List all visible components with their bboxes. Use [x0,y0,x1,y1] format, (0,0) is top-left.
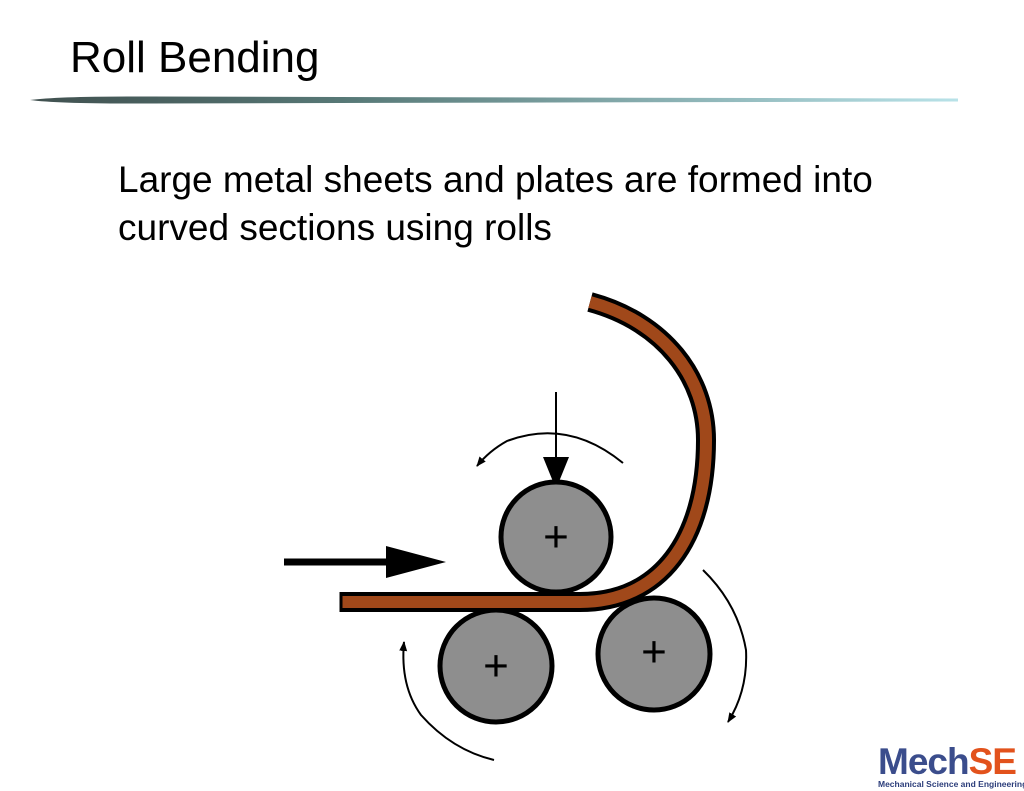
right-roll-rotation-arrow [702,569,748,723]
bottom-left-roll: + [437,607,555,725]
logo-wordmark-se: SE [968,741,1017,782]
roll-bending-diagram: + + + [284,292,748,761]
feed-direction-arrow [284,546,446,578]
roll-center-mark: + [641,628,667,677]
top-roll: + [498,479,614,595]
logo-subtitle: Mechanical Science and Engineering [878,779,1024,789]
mechse-logo: MechSE Mechanical Science and Engineerin… [876,741,1024,791]
metal-sheet [339,292,716,612]
left-roll-rotation-arrow [399,641,495,761]
bottom-right-roll: + [595,595,713,713]
slide-title: Roll Bending [70,33,320,82]
logo-wordmark-mech: Mech [878,741,970,782]
logo-wordmark: MechSE [878,741,1017,782]
slide-body-text: Large metal sheets and plates are formed… [118,159,873,248]
force-arrow [543,392,569,489]
title-divider [30,96,958,104]
roll-center-mark: + [483,642,509,691]
top-roll-rotation-arrow [476,432,624,467]
roll-center-mark: + [543,513,569,562]
